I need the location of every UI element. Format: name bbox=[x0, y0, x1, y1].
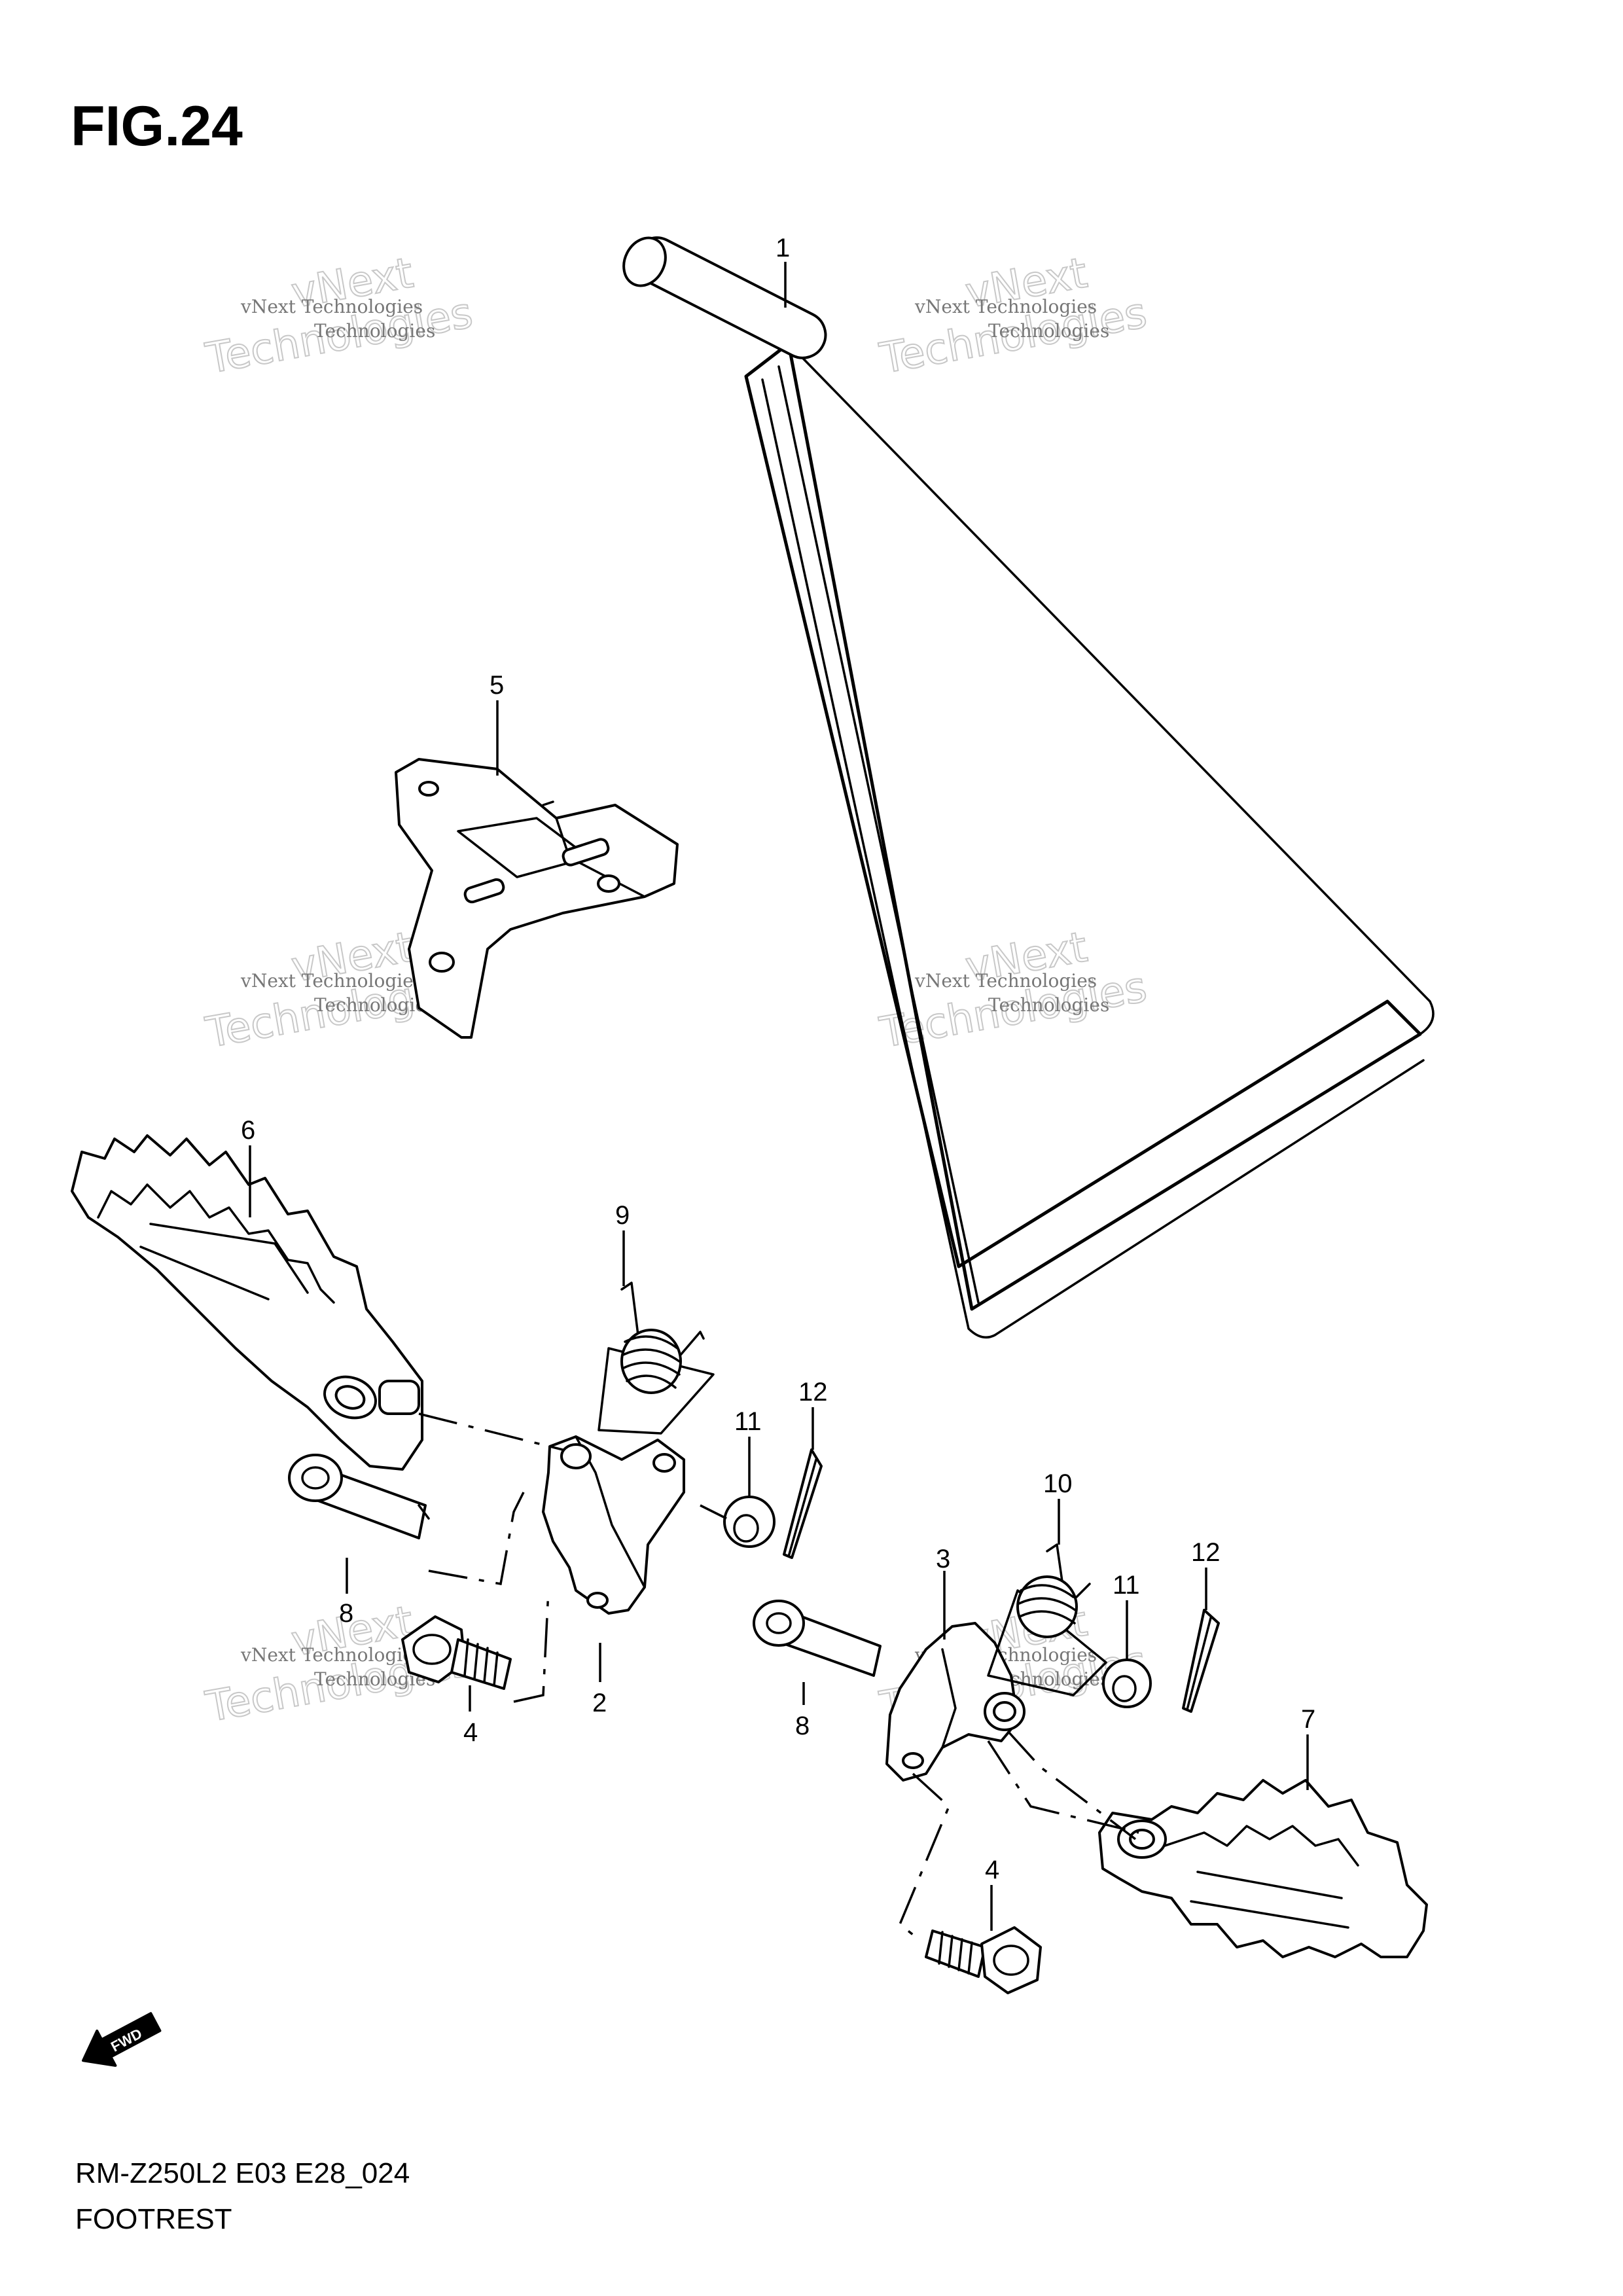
part-pin-left bbox=[288, 1454, 430, 1539]
callout-4-right: 4 bbox=[985, 1856, 999, 1884]
callout-12-right: 12 bbox=[1191, 1538, 1221, 1567]
part-cotter-pin-right bbox=[1182, 1609, 1220, 1713]
callout-11-right: 11 bbox=[1113, 1571, 1140, 1600]
callout-8-left: 8 bbox=[339, 1599, 353, 1628]
watermark-top-left: Technologies vNext vNext Technologies Te… bbox=[202, 248, 477, 384]
watermark-top-center: Technologies vNext vNext Technologies Te… bbox=[876, 248, 1151, 384]
section-title: FOOTREST bbox=[75, 2203, 232, 2235]
part-bracket bbox=[395, 758, 679, 1039]
svg-text:vNext Technologies: vNext Technologies bbox=[240, 296, 423, 317]
part-spring-left bbox=[597, 1282, 715, 1435]
part-washer-left bbox=[723, 1496, 776, 1548]
part-bracket-left bbox=[542, 1435, 685, 1615]
svg-text:Technologies: Technologies bbox=[988, 994, 1109, 1016]
figure-title: FIG.24 bbox=[71, 95, 243, 158]
callout-11-left: 11 bbox=[734, 1407, 762, 1436]
leader-lines bbox=[249, 262, 1309, 1931]
fwd-arrow-icon: FWD bbox=[82, 2012, 162, 2067]
diagram-code: RM-Z250L2 E03 E28_024 bbox=[75, 2157, 410, 2189]
svg-text:vNext Technologies: vNext Technologies bbox=[240, 1644, 423, 1666]
svg-text:Technologies: Technologies bbox=[314, 320, 435, 342]
part-washer-right bbox=[1102, 1659, 1152, 1708]
callout-5: 5 bbox=[490, 671, 504, 700]
assembly-lines bbox=[418, 1412, 1139, 1939]
callout-7: 7 bbox=[1301, 1705, 1315, 1734]
part-stand bbox=[622, 236, 1435, 1339]
part-bolt-right bbox=[925, 1926, 1042, 1994]
part-spring-right bbox=[987, 1543, 1107, 1696]
part-footrest-right bbox=[1098, 1779, 1428, 1958]
callout-1: 1 bbox=[776, 234, 790, 262]
part-bolt-left bbox=[401, 1615, 512, 1690]
callout-3: 3 bbox=[936, 1545, 950, 1573]
svg-text:Technologies: Technologies bbox=[988, 320, 1109, 342]
callout-10: 10 bbox=[1043, 1469, 1073, 1498]
callout-9: 9 bbox=[615, 1201, 630, 1230]
callout-8-right: 8 bbox=[795, 1712, 810, 1740]
svg-text:vNext Technologies: vNext Technologies bbox=[914, 296, 1097, 317]
svg-text:vNext Technologies: vNext Technologies bbox=[914, 970, 1097, 992]
callout-6: 6 bbox=[241, 1116, 255, 1145]
part-footrest-left bbox=[71, 1134, 423, 1471]
part-bracket-right bbox=[885, 1622, 1026, 1782]
svg-text:Technologies: Technologies bbox=[314, 994, 435, 1016]
watermark-mid-center: Technologies vNext vNext Technologies Te… bbox=[876, 922, 1151, 1058]
part-cotter-pin-left bbox=[783, 1448, 823, 1559]
callout-12-left: 12 bbox=[798, 1378, 828, 1407]
callout-4-left: 4 bbox=[463, 1718, 478, 1747]
part-pin-right bbox=[753, 1600, 882, 1677]
callout-labels: 1 2 3 4 4 5 6 7 8 8 9 10 11 11 12 12 bbox=[241, 234, 1315, 1884]
callout-2: 2 bbox=[592, 1689, 607, 1717]
svg-text:vNext Technologies: vNext Technologies bbox=[240, 970, 423, 992]
